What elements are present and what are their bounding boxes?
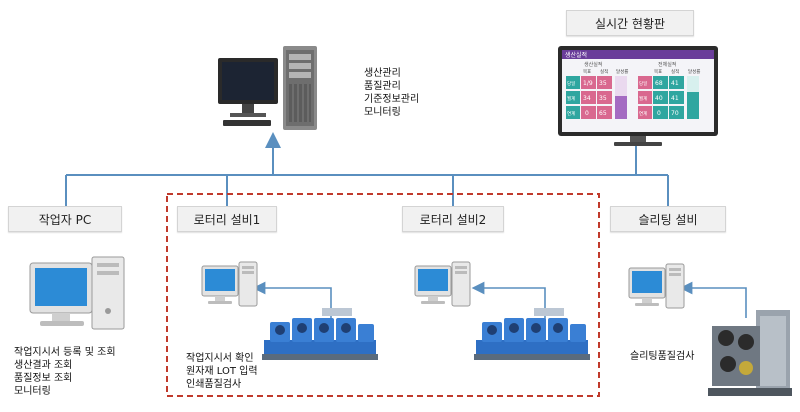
dashboard-right-year-target: 0 bbox=[657, 110, 661, 117]
server-function-list: 생산관리 품질관리 기준정보관리 모니터링 bbox=[364, 67, 419, 119]
printing-machine-icon bbox=[262, 308, 378, 360]
dashboard-right-day-target: 68 bbox=[655, 80, 663, 87]
dashboard-left-month-target: 34 bbox=[583, 95, 591, 102]
dashboard-col-target-right: 목표 bbox=[654, 69, 662, 75]
server-function: 기준정보관리 bbox=[364, 94, 420, 105]
dashboard-col-rate: 달성률 bbox=[616, 68, 628, 75]
dashboard-row-year: 연계 bbox=[567, 110, 575, 117]
dashboard-row-year-right: 연계 bbox=[639, 110, 647, 117]
server-function: 모니터링 bbox=[364, 107, 401, 118]
dashboard-right-month-result: 41 bbox=[671, 95, 679, 102]
dashboard-col-rate-right: 달성률 bbox=[688, 68, 700, 75]
dashboard-left-year-target: 0 bbox=[585, 110, 589, 117]
dashboard-row-day-right: 당일 bbox=[639, 80, 647, 87]
pc-icon bbox=[29, 256, 125, 330]
rotary-function: 인쇄품질검사 bbox=[186, 379, 242, 390]
dashboard-left-year-result: 65 bbox=[599, 110, 607, 117]
worker-pc-function: 생산결과 조회 bbox=[14, 360, 73, 371]
worker-pc-function: 작업지시서 등록 및 조회 bbox=[14, 347, 116, 358]
slitting-caption: 슬리팅품질검사 bbox=[630, 351, 695, 362]
pc-icon bbox=[628, 263, 685, 309]
dashboard-col-target: 목표 bbox=[583, 69, 591, 75]
dashboard-title-box: 실시간 현황판 bbox=[566, 10, 694, 36]
dashboard-row-day: 당일 bbox=[567, 80, 575, 87]
pc-icon bbox=[414, 261, 471, 307]
server-tower-icon bbox=[218, 46, 317, 130]
rotary-function: 작업지시서 확인 bbox=[186, 353, 254, 364]
worker-pc-function: 모니터링 bbox=[14, 386, 51, 397]
printing-machine-icon bbox=[474, 308, 590, 360]
dashboard-row-month: 월계 bbox=[567, 95, 575, 102]
pc-icon bbox=[201, 261, 258, 307]
rotary-function-list: 작업지시서 확인 원자재 LOT 입력 인쇄품질검사 bbox=[186, 352, 258, 391]
server-function: 생산관리 bbox=[364, 68, 401, 79]
dashboard-row-month-right: 월계 bbox=[639, 95, 647, 102]
dashboard-left-day-result: 35 bbox=[599, 80, 607, 87]
dashboard-left-month-result: 35 bbox=[599, 95, 607, 102]
rotary2-box: 로터리 설비2 bbox=[402, 206, 504, 232]
worker-pc-function: 품질정보 조회 bbox=[14, 373, 73, 384]
dashboard-right-day-result: 41 bbox=[671, 80, 679, 87]
worker-pc-function-list: 작업지시서 등록 및 조회 생산결과 조회 품질정보 조회 모니터링 bbox=[14, 346, 116, 398]
dashboard-tv-icon: 생산실적 생산실적 전체실적 목표 실적 달성률 목표 실적 달성률 당일 1/… bbox=[558, 46, 718, 146]
slitting-machine-link bbox=[679, 281, 747, 318]
dashboard-col-result-right: 실적 bbox=[671, 68, 679, 75]
dashboard-left-day-target: 1/9 bbox=[583, 80, 593, 87]
dashboard-group-right: 전체실적 bbox=[658, 61, 676, 68]
rotary1-box: 로터리 설비1 bbox=[177, 206, 277, 232]
equipment-group-border bbox=[166, 193, 600, 397]
dashboard-col-result: 실적 bbox=[600, 68, 608, 75]
rotary-function: 원자재 LOT 입력 bbox=[186, 366, 258, 377]
server-function: 품질관리 bbox=[364, 81, 401, 92]
dashboard-group-left: 생산실적 bbox=[584, 61, 602, 68]
slitting-machine-icon bbox=[708, 310, 792, 396]
dashboard-right-year-result: 70 bbox=[671, 110, 679, 117]
slitting-box: 슬리팅 설비 bbox=[610, 206, 726, 232]
worker-pc-box: 작업자 PC bbox=[8, 206, 122, 232]
dashboard-screen-title: 생산실적 bbox=[565, 51, 587, 59]
dashboard-right-month-target: 40 bbox=[655, 95, 663, 102]
